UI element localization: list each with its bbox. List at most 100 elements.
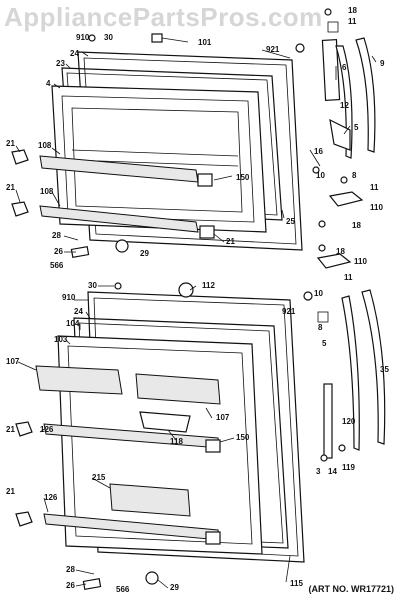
callout-label: 12 <box>340 101 349 110</box>
callout-label: 14 <box>328 467 337 476</box>
screw-icon <box>338 444 346 452</box>
freezer-door-shelf-lower <box>39 205 199 233</box>
callout-label: 101 <box>198 38 212 47</box>
callout-label: 18 <box>348 6 357 15</box>
callout-label: 566 <box>50 261 64 270</box>
callouts-bottom: 30 112 18 110 11 910 921 24 104 10 103 8… <box>6 247 389 594</box>
callout-label: 3 <box>316 467 321 476</box>
callout-label: 11 <box>348 17 357 26</box>
screw-icon <box>318 244 326 252</box>
callout-label: 110 <box>370 203 383 212</box>
callout-label: 921 <box>266 45 280 54</box>
callout-label: 910 <box>62 293 76 302</box>
callout-label: 119 <box>342 463 355 472</box>
callout-label: 110 <box>354 257 367 266</box>
freezer-door-assembly <box>11 33 303 259</box>
door-cap <box>151 33 163 43</box>
callout-label: 24 <box>70 49 79 58</box>
callout-label: 21 <box>6 487 15 496</box>
shelf-end-cap-left <box>11 201 29 217</box>
callout-label: 107 <box>216 413 230 422</box>
door-handle <box>361 289 386 445</box>
shelf-end-cap-left <box>11 149 29 165</box>
fresh-food-hinge-hardware <box>303 244 386 462</box>
door-clip-plate <box>82 577 102 591</box>
shelf-bracket <box>199 225 215 239</box>
callout-label: 118 <box>170 437 183 446</box>
screw-icon <box>114 282 122 290</box>
callout-label: 115 <box>290 579 303 588</box>
callout-label: 104 <box>66 319 80 328</box>
callout-label: 28 <box>66 565 75 574</box>
door-clip-plate <box>70 245 90 259</box>
callout-label: 26 <box>66 581 75 590</box>
shelf-bracket <box>205 531 221 545</box>
callout-label: 11 <box>344 273 353 282</box>
callout-label: 21 <box>6 139 15 148</box>
screw-icon <box>303 291 313 301</box>
callout-label: 18 <box>336 247 345 256</box>
screw-icon <box>318 220 326 228</box>
screw-icon <box>320 454 328 462</box>
shelf-bracket <box>205 439 221 453</box>
screw-icon <box>295 43 305 53</box>
callout-label: 25 <box>286 217 295 226</box>
door-cap-round <box>178 282 194 298</box>
door-trim <box>341 295 360 451</box>
callout-label: 4 <box>46 79 51 88</box>
door-stop-bumper <box>145 571 159 585</box>
callout-label: 120 <box>342 417 356 426</box>
hinge-bracket <box>329 118 351 151</box>
door-handle-strip <box>323 383 333 459</box>
callout-label: 30 <box>104 33 113 42</box>
callout-label: 126 <box>40 425 54 434</box>
callout-label: 8 <box>318 323 323 332</box>
callout-label: 921 <box>282 307 296 316</box>
callout-label: 29 <box>140 249 149 258</box>
callout-label: 910 <box>76 33 90 42</box>
shelf-end-cap-left <box>15 511 33 527</box>
screw-icon <box>312 166 320 174</box>
screw-icon <box>340 176 348 184</box>
leader-lines <box>15 37 377 589</box>
callout-label: 108 <box>40 187 54 196</box>
dairy-door-right <box>135 373 221 405</box>
door-bin <box>109 483 191 517</box>
callout-label: 29 <box>170 583 179 592</box>
callout-label: 10 <box>316 171 325 180</box>
callout-label: 6 <box>342 63 347 72</box>
washer <box>327 21 339 33</box>
butter-tray <box>139 411 191 433</box>
callout-label: 30 <box>88 281 97 290</box>
callout-label: 5 <box>322 339 327 348</box>
callout-label: 21 <box>226 237 235 246</box>
shelf-bracket <box>197 173 213 187</box>
door-handle <box>355 37 376 153</box>
dairy-door-left <box>35 365 123 395</box>
freezer-door-liner <box>51 85 267 233</box>
callout-label: 8 <box>352 171 357 180</box>
callout-label: 11 <box>370 183 379 192</box>
callout-label: 26 <box>54 247 63 256</box>
washer <box>317 311 329 323</box>
callout-label: 215 <box>92 473 106 482</box>
callout-label: 28 <box>52 231 61 240</box>
callout-label: 24 <box>74 307 83 316</box>
hinge-plate <box>328 191 364 207</box>
callout-label: 21 <box>6 425 15 434</box>
art-number: (ART NO. WR17721) <box>308 584 394 594</box>
callout-label: 35 <box>380 365 389 374</box>
callout-label: 10 <box>314 289 323 298</box>
callout-label: 108 <box>38 141 52 150</box>
callout-label: 21 <box>6 183 15 192</box>
door-stop-bumper <box>115 239 129 253</box>
callout-label: 5 <box>354 123 359 132</box>
callout-label: 150 <box>236 433 250 442</box>
door-handle-strip <box>321 39 341 101</box>
callout-label: 23 <box>56 59 65 68</box>
callouts-top: 18 11 30 910 101 921 24 23 6 9 4 12 5 16… <box>6 6 385 270</box>
hinge-plate <box>316 253 352 269</box>
watermark-text: AppliancePartsPros.com <box>4 2 323 32</box>
callout-label: 150 <box>236 173 250 182</box>
